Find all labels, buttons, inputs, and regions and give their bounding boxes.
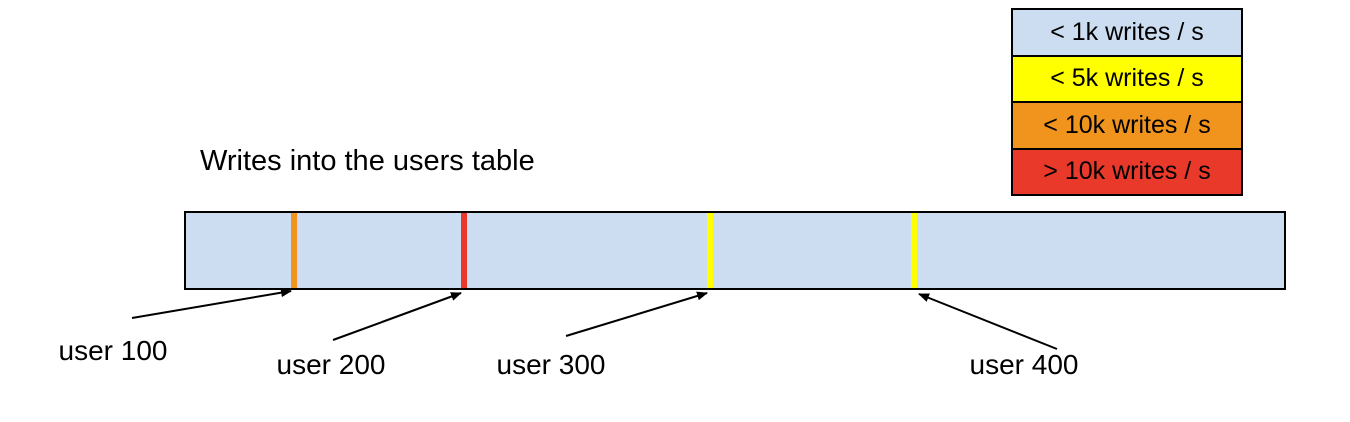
label-user-200: user 200 xyxy=(276,349,386,380)
label-user-300: user 300 xyxy=(496,349,606,380)
write-hotspot-stripe-user-100 xyxy=(291,213,297,288)
arrow-user-300 xyxy=(565,291,708,337)
legend-item-2: < 5k writes / s xyxy=(1013,54,1241,101)
arrow-user-400 xyxy=(918,293,1058,350)
diagram-title: Writes into the users table xyxy=(200,145,535,177)
label-user-400: user 400 xyxy=(969,349,1079,380)
write-hotspot-stripe-user-300 xyxy=(707,213,713,288)
write-hotspot-stripe-user-200 xyxy=(461,213,467,288)
users-table-bar xyxy=(184,211,1286,290)
arrow-user-200 xyxy=(332,292,462,341)
write-hotspot-stripe-user-400 xyxy=(911,213,917,288)
legend-item-1: < 1k writes / s xyxy=(1013,10,1241,55)
label-user-100: user 100 xyxy=(58,335,168,366)
write-rate-legend: < 1k writes / s< 5k writes / s< 10k writ… xyxy=(1011,8,1243,196)
legend-item-4: > 10k writes / s xyxy=(1013,147,1241,194)
legend-item-3: < 10k writes / s xyxy=(1013,101,1241,148)
arrow-user-100 xyxy=(131,288,292,319)
